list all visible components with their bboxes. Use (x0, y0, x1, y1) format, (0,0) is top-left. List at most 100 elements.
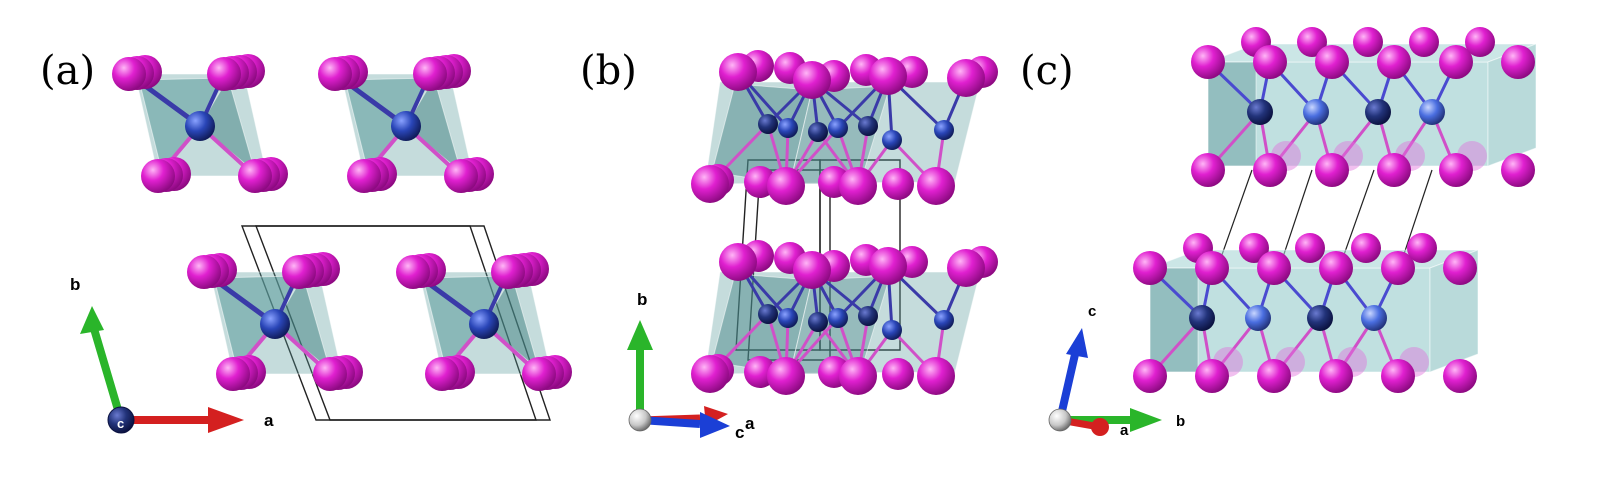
magenta-sphere-icon (282, 255, 316, 289)
blue-sphere-icon (934, 120, 954, 140)
panel-a-structure (112, 54, 572, 421)
magenta-sphere-icon (1253, 45, 1287, 79)
axis-c-endon-icon (107, 406, 135, 434)
axis-triad-b: b c a (627, 290, 755, 442)
blue-sphere-icon (391, 111, 421, 141)
magenta-sphere-icon (444, 159, 478, 193)
unit-cell-outline (254, 225, 551, 421)
axis-b-shaft (88, 320, 125, 422)
magenta-sphere-icon (947, 59, 985, 97)
magenta-sphere-icon (141, 159, 175, 193)
magenta-sphere-icon (882, 358, 914, 390)
blue-sphere-icon (1365, 99, 1391, 125)
octahedron-unit (396, 252, 572, 391)
magenta-sphere-icon (1297, 27, 1327, 57)
axis-label-c: c (1088, 303, 1096, 320)
octahedral-layer (691, 240, 998, 395)
magenta-sphere-icon (1465, 27, 1495, 57)
magenta-sphere-icon (839, 357, 877, 395)
magenta-sphere-icon (1257, 359, 1291, 393)
blue-sphere-icon (260, 309, 290, 339)
magenta-sphere-icon (112, 57, 146, 91)
magenta-sphere-icon (491, 255, 525, 289)
magenta-sphere-icon (1133, 359, 1167, 393)
origin-sphere-icon (1048, 408, 1072, 432)
magenta-sphere-icon (947, 249, 985, 287)
arrow-icon (208, 407, 244, 433)
magenta-sphere-icon (1191, 45, 1225, 79)
origin-sphere-icon (628, 408, 652, 432)
blue-sphere-icon (882, 320, 902, 340)
axis-triad-c: c a b (1048, 303, 1185, 439)
axis-label-c: c (117, 416, 124, 431)
magenta-sphere-icon (1319, 251, 1353, 285)
blue-sphere-icon (1245, 305, 1271, 331)
panel-label-a: (a) (40, 48, 95, 94)
octahedral-layer (1191, 27, 1537, 187)
magenta-sphere-icon (1381, 359, 1415, 393)
magenta-sphere-icon (347, 159, 381, 193)
magenta-sphere-icon (869, 57, 907, 95)
magenta-sphere-icon (1195, 251, 1229, 285)
octahedron-unit (187, 252, 363, 391)
axis-triad-a: a b c (70, 275, 274, 434)
axis-label-a: a (745, 414, 755, 433)
blue-sphere-icon (828, 308, 848, 328)
arrow-icon (1066, 328, 1088, 358)
magenta-sphere-icon (1439, 153, 1473, 187)
blue-sphere-icon (828, 118, 848, 138)
magenta-sphere-icon (793, 61, 831, 99)
magenta-sphere-icon (1319, 359, 1353, 393)
magenta-sphere-icon (1377, 45, 1411, 79)
magenta-sphere-icon (1315, 153, 1349, 187)
axis-label-a: a (1120, 422, 1129, 439)
blue-sphere-icon (1361, 305, 1387, 331)
octahedron-unit (112, 54, 288, 193)
blue-sphere-icon (185, 111, 215, 141)
magenta-sphere-icon (413, 57, 447, 91)
axis-c-shaft (1056, 349, 1080, 421)
magenta-sphere-icon (187, 255, 221, 289)
blue-sphere-icon (778, 308, 798, 328)
blue-sphere-icon (1247, 99, 1273, 125)
blue-sphere-icon (858, 306, 878, 326)
arrow-icon (627, 320, 653, 350)
magenta-sphere-icon (522, 357, 556, 391)
magenta-sphere-icon (207, 57, 241, 91)
magenta-sphere-icon (1443, 251, 1477, 285)
axis-label-b: b (637, 290, 647, 309)
magenta-sphere-icon (425, 357, 459, 391)
panel-label-b: (b) (580, 48, 637, 94)
magenta-sphere-icon (917, 167, 955, 205)
magenta-sphere-icon (1315, 45, 1349, 79)
octahedron-unit (318, 54, 494, 193)
blue-sphere-icon (1303, 99, 1329, 125)
octahedral-layer (691, 50, 998, 205)
blue-sphere-icon (934, 310, 954, 330)
magenta-sphere-icon (1239, 233, 1269, 263)
blue-sphere-icon (882, 130, 902, 150)
magenta-sphere-icon (1409, 27, 1439, 57)
magenta-sphere-icon (216, 357, 250, 391)
arrow-icon (80, 306, 104, 334)
magenta-sphere-icon (882, 168, 914, 200)
magenta-sphere-icon (313, 357, 347, 391)
magenta-sphere-icon (1257, 251, 1291, 285)
magenta-sphere-icon (691, 165, 729, 203)
blue-sphere-icon (1307, 305, 1333, 331)
magenta-sphere-icon (1253, 153, 1287, 187)
axis-label-c: c (735, 423, 744, 442)
axis-label-a: a (264, 411, 274, 430)
arrow-icon (700, 412, 730, 438)
magenta-sphere-icon (793, 251, 831, 289)
axis-label-b: b (70, 275, 80, 294)
magenta-sphere-icon (691, 355, 729, 393)
blue-sphere-icon (808, 122, 828, 142)
magenta-sphere-icon (1501, 45, 1535, 79)
magenta-sphere-icon (1133, 251, 1167, 285)
blue-sphere-icon (758, 304, 778, 324)
magenta-sphere-icon (719, 243, 757, 281)
magenta-sphere-icon (917, 357, 955, 395)
magenta-sphere-icon (1295, 233, 1325, 263)
